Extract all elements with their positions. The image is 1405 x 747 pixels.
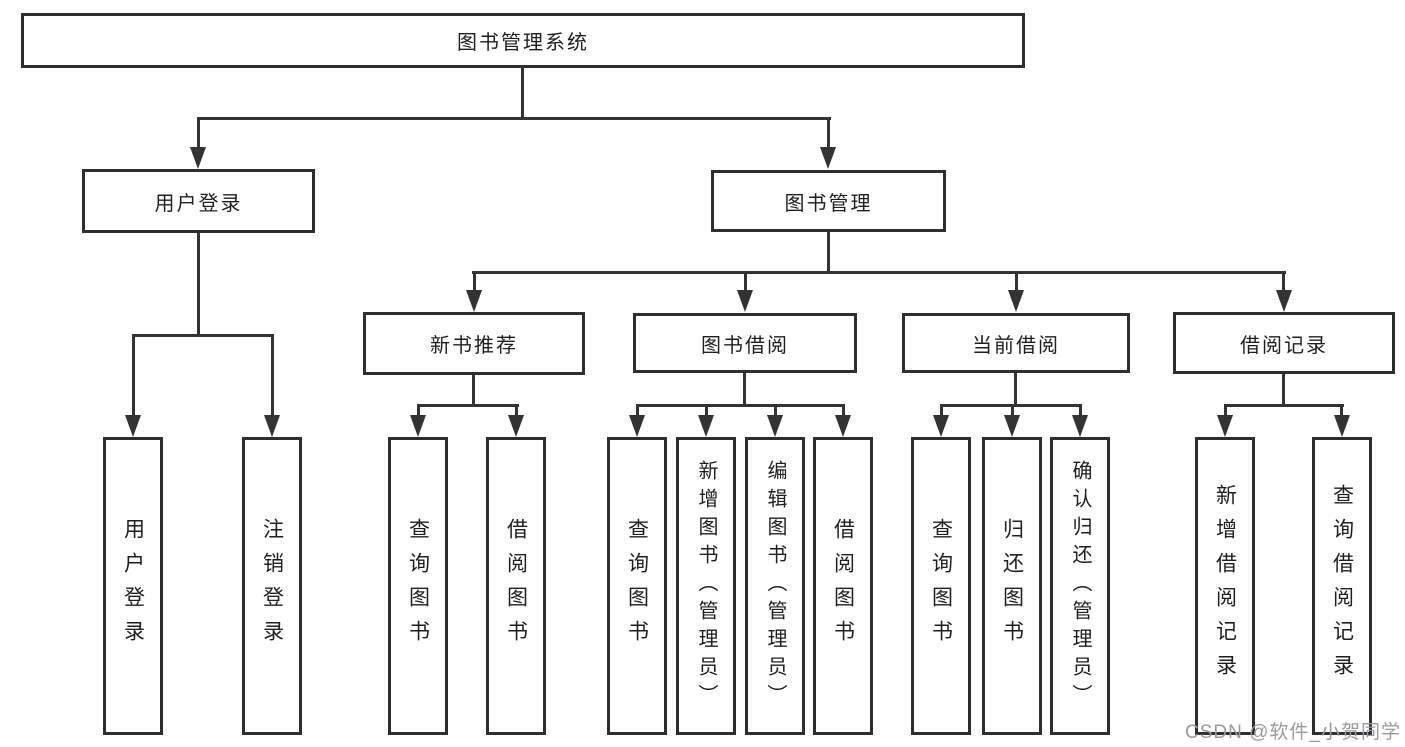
leaf-borrow-books-1-label: 借阅图书 <box>504 518 528 654</box>
leaf-confirm-return-admin-label: 确认归还（管理员） <box>1069 460 1091 712</box>
leaf-query-books-3: 查询图书 <box>911 437 971 735</box>
node-book-management: 图书管理 <box>711 170 946 232</box>
node-user-login: 用户登录 <box>82 169 315 233</box>
connector-current-borrow-rail <box>940 404 1081 407</box>
arrow-to-leaf-add-book <box>698 415 714 437</box>
leaf-logout-label: 注销登录 <box>260 518 284 654</box>
connector-book-borrow-drop-1 <box>636 404 639 417</box>
connector-new-book-rail <box>417 404 519 407</box>
arrow-to-borrow-records <box>1276 290 1292 312</box>
node-current-borrow-label: 当前借阅 <box>972 334 1060 357</box>
node-library-system: 图书管理系统 <box>21 13 1025 68</box>
node-new-book-recommend-label: 新书推荐 <box>430 335 518 357</box>
leaf-edit-book-admin-label: 编辑图书（管理员） <box>764 460 786 712</box>
arrow-to-leaf-logout <box>264 415 280 437</box>
connector-book-borrow-drop-3 <box>774 404 777 417</box>
arrow-to-leaf-borrow-books-2 <box>835 415 851 437</box>
node-borrow-records: 借阅记录 <box>1173 312 1395 374</box>
connector-borrow-records-drop-2 <box>1340 404 1343 417</box>
connector-book-mgmt-rail <box>472 271 1286 274</box>
node-new-book-recommend: 新书推荐 <box>363 312 585 375</box>
leaf-query-books-2-label: 查询图书 <box>625 518 649 654</box>
leaf-confirm-return-admin: 确认归还（管理员） <box>1050 437 1110 735</box>
leaf-user-login-label: 用户登录 <box>121 518 145 654</box>
connector-root-drop-right <box>827 117 830 148</box>
arrow-to-leaf-add-record <box>1217 415 1233 437</box>
arrow-to-leaf-confirm-return <box>1072 415 1088 437</box>
connector-book-borrow-drop-2 <box>705 404 708 417</box>
node-user-login-label: 用户登录 <box>154 192 243 215</box>
connector-new-book-stem <box>472 375 475 407</box>
connector-book-borrow-drop-4 <box>842 404 845 417</box>
connector-book-mgmt-drop-3 <box>1015 271 1018 291</box>
leaf-borrow-books-1: 借阅图书 <box>486 437 546 735</box>
leaf-logout: 注销登录 <box>242 437 302 735</box>
connector-user-login-drop-2 <box>271 334 274 416</box>
connector-new-book-drop-2 <box>515 404 518 417</box>
leaf-edit-book-admin: 编辑图书（管理员） <box>745 437 805 735</box>
connector-user-login-rail <box>132 334 274 337</box>
connector-current-borrow-drop-3 <box>1079 404 1082 417</box>
connector-book-mgmt-drop-2 <box>744 271 747 291</box>
connector-book-mgmt-drop-1 <box>473 271 476 291</box>
arrow-to-leaf-query-record <box>1334 415 1350 437</box>
connector-book-borrow-stem <box>743 373 746 407</box>
leaf-add-borrow-record: 新增借阅记录 <box>1195 437 1255 735</box>
node-book-management-label: 图书管理 <box>784 192 873 215</box>
node-book-borrow: 图书借阅 <box>633 313 857 373</box>
leaf-add-book-admin: 新增图书（管理员） <box>676 437 736 735</box>
arrow-to-leaf-query-books-3 <box>933 415 949 437</box>
connector-book-borrow-rail <box>636 404 845 407</box>
connector-book-mgmt-stem <box>827 232 830 274</box>
connector-borrow-records-stem <box>1282 374 1285 407</box>
connector-root-drop-left <box>197 117 200 148</box>
leaf-add-book-admin-label: 新增图书（管理员） <box>695 460 717 712</box>
leaf-add-borrow-record-label: 新增借阅记录 <box>1213 484 1237 688</box>
leaf-query-borrow-record-label: 查询借阅记录 <box>1330 484 1354 688</box>
connector-borrow-records-rail <box>1224 404 1344 407</box>
arrow-to-leaf-query-books-2 <box>629 415 645 437</box>
arrow-to-leaf-edit-book <box>767 415 783 437</box>
arrow-to-leaf-user-login <box>125 415 141 437</box>
leaf-query-books-2: 查询图书 <box>607 437 667 735</box>
leaf-return-book: 归还图书 <box>982 437 1042 735</box>
arrow-to-current-borrow <box>1008 290 1024 312</box>
arrow-to-leaf-return-book <box>1004 415 1020 437</box>
connector-user-login-drop-1 <box>132 334 135 416</box>
connector-book-mgmt-drop-4 <box>1282 271 1285 291</box>
connector-current-borrow-stem <box>1014 373 1017 407</box>
arrow-to-new-book-recommend <box>466 290 482 312</box>
connector-root-stem <box>521 68 524 119</box>
node-book-borrow-label: 图书借阅 <box>701 334 789 357</box>
leaf-return-book-label: 归还图书 <box>1000 518 1024 654</box>
node-library-system-label: 图书管理系统 <box>457 32 589 54</box>
watermark: CSDN @软件_小贺同学 <box>1185 722 1401 743</box>
arrow-to-book-management <box>820 147 836 169</box>
connector-current-borrow-drop-1 <box>940 404 943 417</box>
connector-user-login-stem <box>197 233 200 336</box>
leaf-query-borrow-record: 查询借阅记录 <box>1312 437 1372 735</box>
arrow-to-leaf-query-books-1 <box>410 415 426 437</box>
leaf-query-books-1: 查询图书 <box>388 437 448 735</box>
arrow-to-user-login <box>190 147 206 169</box>
connector-root-rail <box>197 117 831 120</box>
arrow-to-leaf-borrow-books-1 <box>508 415 524 437</box>
node-current-borrow: 当前借阅 <box>902 313 1130 373</box>
leaf-borrow-books-2: 借阅图书 <box>813 437 873 735</box>
node-borrow-records-label: 借阅记录 <box>1240 334 1328 357</box>
leaf-query-books-1-label: 查询图书 <box>406 518 430 654</box>
leaf-borrow-books-2-label: 借阅图书 <box>831 518 855 654</box>
leaf-user-login: 用户登录 <box>103 437 163 735</box>
connector-borrow-records-drop-1 <box>1224 404 1227 417</box>
arrow-to-book-borrow <box>737 290 753 312</box>
connector-current-borrow-drop-2 <box>1011 404 1014 417</box>
connector-new-book-drop-1 <box>417 404 420 417</box>
leaf-query-books-3-label: 查询图书 <box>929 518 953 654</box>
